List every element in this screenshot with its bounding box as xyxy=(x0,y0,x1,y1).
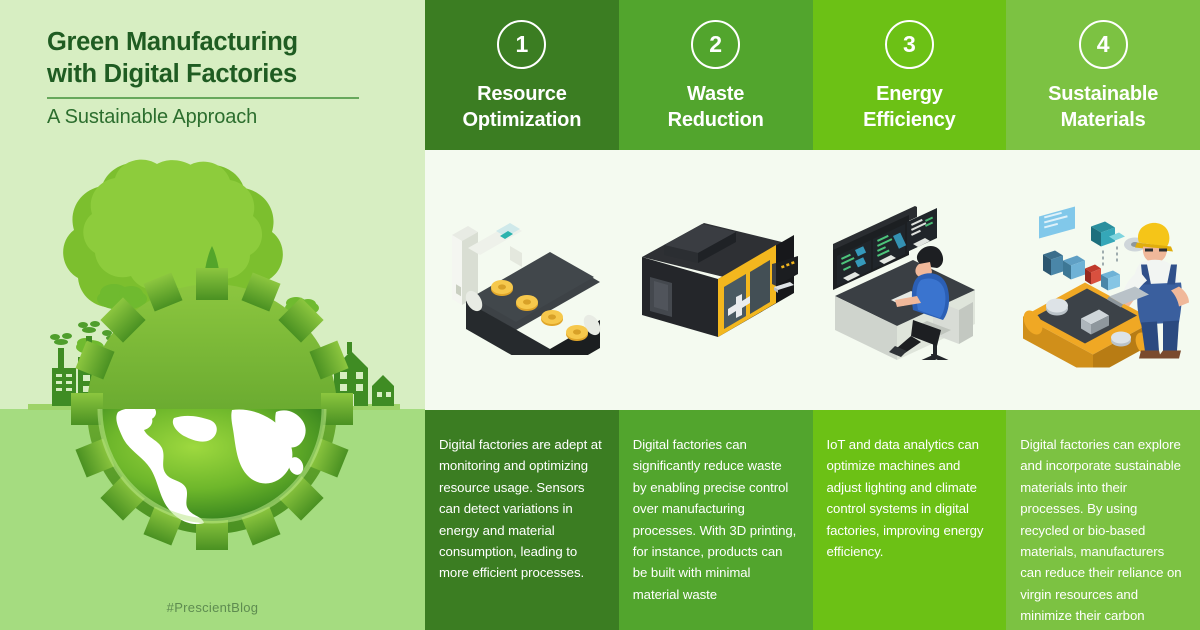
title-line-1: Green Manufacturing xyxy=(47,28,298,56)
title-line-2: with Digital Factories xyxy=(47,60,297,89)
title-divider xyxy=(47,97,359,100)
page-subtitle: A Sustainable Approach xyxy=(47,106,258,129)
step-title-line2-2: Reduction xyxy=(667,108,764,131)
step-body-text-3: IoT and data analytics can optimize mach… xyxy=(826,437,984,559)
step-title-line2-3: Efficiency xyxy=(863,108,956,131)
step-body-text-4: Digital factories can explore and incorp… xyxy=(1020,437,1182,630)
page-title: Green Manufacturing with Digital Factori… xyxy=(47,26,397,90)
step-number-badge-2: 2 xyxy=(691,20,741,69)
control-room-operator-icon xyxy=(833,206,976,360)
step-title-1: Resource Optimization xyxy=(463,82,582,133)
step-header-2: 2 Waste Reduction xyxy=(618,0,813,150)
eco-illustration xyxy=(28,159,400,550)
step-number-badge-1: 1 xyxy=(497,20,547,69)
step-body-text-2: Digital factories can significantly redu… xyxy=(632,437,797,602)
step-number-badge-4: 4 xyxy=(1078,20,1128,69)
step-header-1: 1 Resource Optimization xyxy=(425,0,619,150)
step-title-line2-1: Optimization xyxy=(462,108,582,131)
step-column-4[interactable]: 4 Sustainable Materials xyxy=(1006,0,1200,630)
step-title-3: Energy Efficiency xyxy=(863,82,956,133)
world-map xyxy=(116,409,306,524)
step-illustration-4 xyxy=(1006,150,1200,410)
step-illustration-2 xyxy=(618,150,813,410)
step-illustration-3 xyxy=(812,150,1007,410)
step-body-text-1: Digital factories are adept at monitorin… xyxy=(439,437,602,581)
step-column-2[interactable]: 2 Waste Reduction xyxy=(618,0,813,630)
step-number-badge-3: 3 xyxy=(884,20,934,69)
step-title-line1-2: Waste xyxy=(687,83,745,105)
title-block: Green Manufacturing with Digital Factori… xyxy=(47,26,397,129)
step-header-3: 3 Energy Efficiency xyxy=(812,0,1007,150)
gear-globe-icon xyxy=(71,268,353,550)
step-body-1: Digital factories are adept at monitorin… xyxy=(425,410,619,630)
step-title-2: Waste Reduction xyxy=(668,82,764,133)
step-body-3: IoT and data analytics can optimize mach… xyxy=(812,410,1007,630)
left-panel: Green Manufacturing with Digital Factori… xyxy=(0,0,425,630)
cnc-machine-icon xyxy=(641,223,798,337)
step-title-line2-4: Materials xyxy=(1060,108,1146,131)
step-body-4: Digital factories can explore and incorp… xyxy=(1006,410,1200,630)
conveyor-belt-scanner-icon xyxy=(451,223,601,355)
step-title-4: Sustainable Materials xyxy=(1048,82,1158,133)
engineer-digital-twin-icon xyxy=(1023,206,1190,368)
step-title-line1-4: Sustainable xyxy=(1048,83,1159,105)
step-body-2: Digital factories can significantly redu… xyxy=(618,410,813,630)
step-column-3[interactable]: 3 Energy Efficiency xyxy=(812,0,1007,630)
step-title-line1-3: Energy xyxy=(876,83,943,105)
step-illustration-1 xyxy=(425,150,619,410)
steps-container: 1 Resource Optimization xyxy=(425,0,1200,630)
step-header-4: 4 Sustainable Materials xyxy=(1006,0,1200,150)
step-column-1[interactable]: 1 Resource Optimization xyxy=(425,0,619,630)
hashtag-label: #PrescientBlog xyxy=(166,600,259,615)
step-title-line1-1: Resource xyxy=(477,83,567,105)
